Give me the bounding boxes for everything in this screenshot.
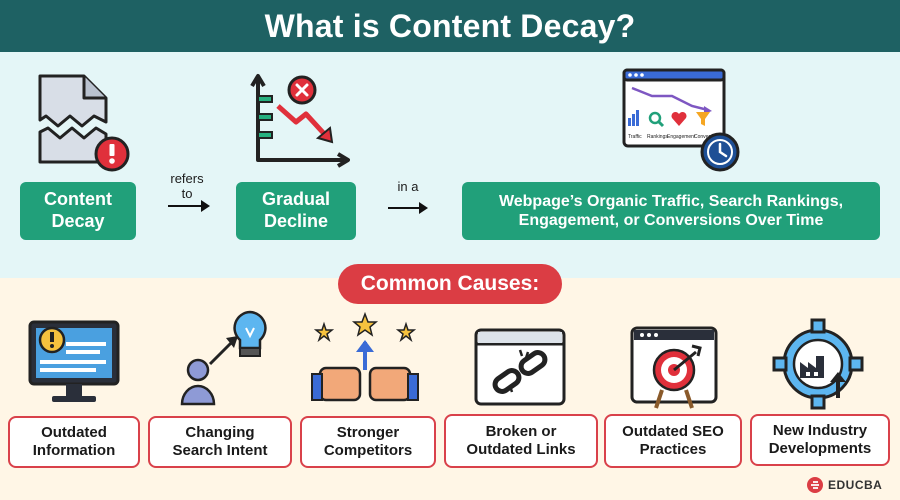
title-bar: What is Content Decay? bbox=[0, 0, 900, 52]
arrow-1 bbox=[168, 200, 210, 212]
cause-card-changing-search-intent: Changing Search Intent bbox=[148, 416, 292, 468]
target-browser-icon bbox=[630, 326, 718, 409]
in-a-label: in a bbox=[397, 179, 419, 194]
gradual-decline-box: Gradual Decline bbox=[236, 182, 356, 240]
brand-logo: EDUCBA bbox=[806, 476, 882, 494]
cause-card-stronger-competitors: Stronger Competitors bbox=[300, 416, 436, 468]
cause-card-broken-links: Broken or Outdated Links bbox=[444, 414, 598, 468]
user-lightbulb-icon bbox=[180, 310, 267, 406]
decline-chart-icon bbox=[250, 74, 350, 168]
mini-label-engagement: Engagement bbox=[667, 134, 696, 140]
analytics-dashboard-icon: Traffic Rankings Engagement Conversions bbox=[622, 68, 740, 172]
cause-card-outdated-information: Outdated Information bbox=[8, 416, 140, 468]
monitor-warning-icon bbox=[28, 320, 120, 402]
content-decay-box: Content Decay bbox=[20, 182, 136, 240]
torn-document-icon bbox=[38, 74, 130, 172]
fists-stars-icon bbox=[311, 312, 419, 402]
refers-to-label: refers to bbox=[170, 171, 204, 201]
broken-link-icon bbox=[474, 328, 566, 406]
brand-name: EDUCBA bbox=[828, 478, 883, 492]
arrow-2 bbox=[388, 202, 428, 214]
page-title: What is Content Decay? bbox=[264, 7, 636, 44]
definition-section bbox=[0, 52, 900, 278]
common-causes-heading: Common Causes: bbox=[338, 264, 562, 304]
educba-logo-icon bbox=[807, 477, 823, 493]
gear-factory-icon bbox=[772, 318, 864, 410]
mini-label-rankings: Rankings bbox=[647, 134, 668, 140]
mini-label-traffic: Traffic bbox=[628, 134, 642, 140]
cause-card-new-industry-developments: New Industry Developments bbox=[750, 414, 890, 466]
cause-card-outdated-seo: Outdated SEO Practices bbox=[604, 414, 742, 468]
metrics-box: Webpage’s Organic Traffic, Search Rankin… bbox=[462, 182, 880, 240]
